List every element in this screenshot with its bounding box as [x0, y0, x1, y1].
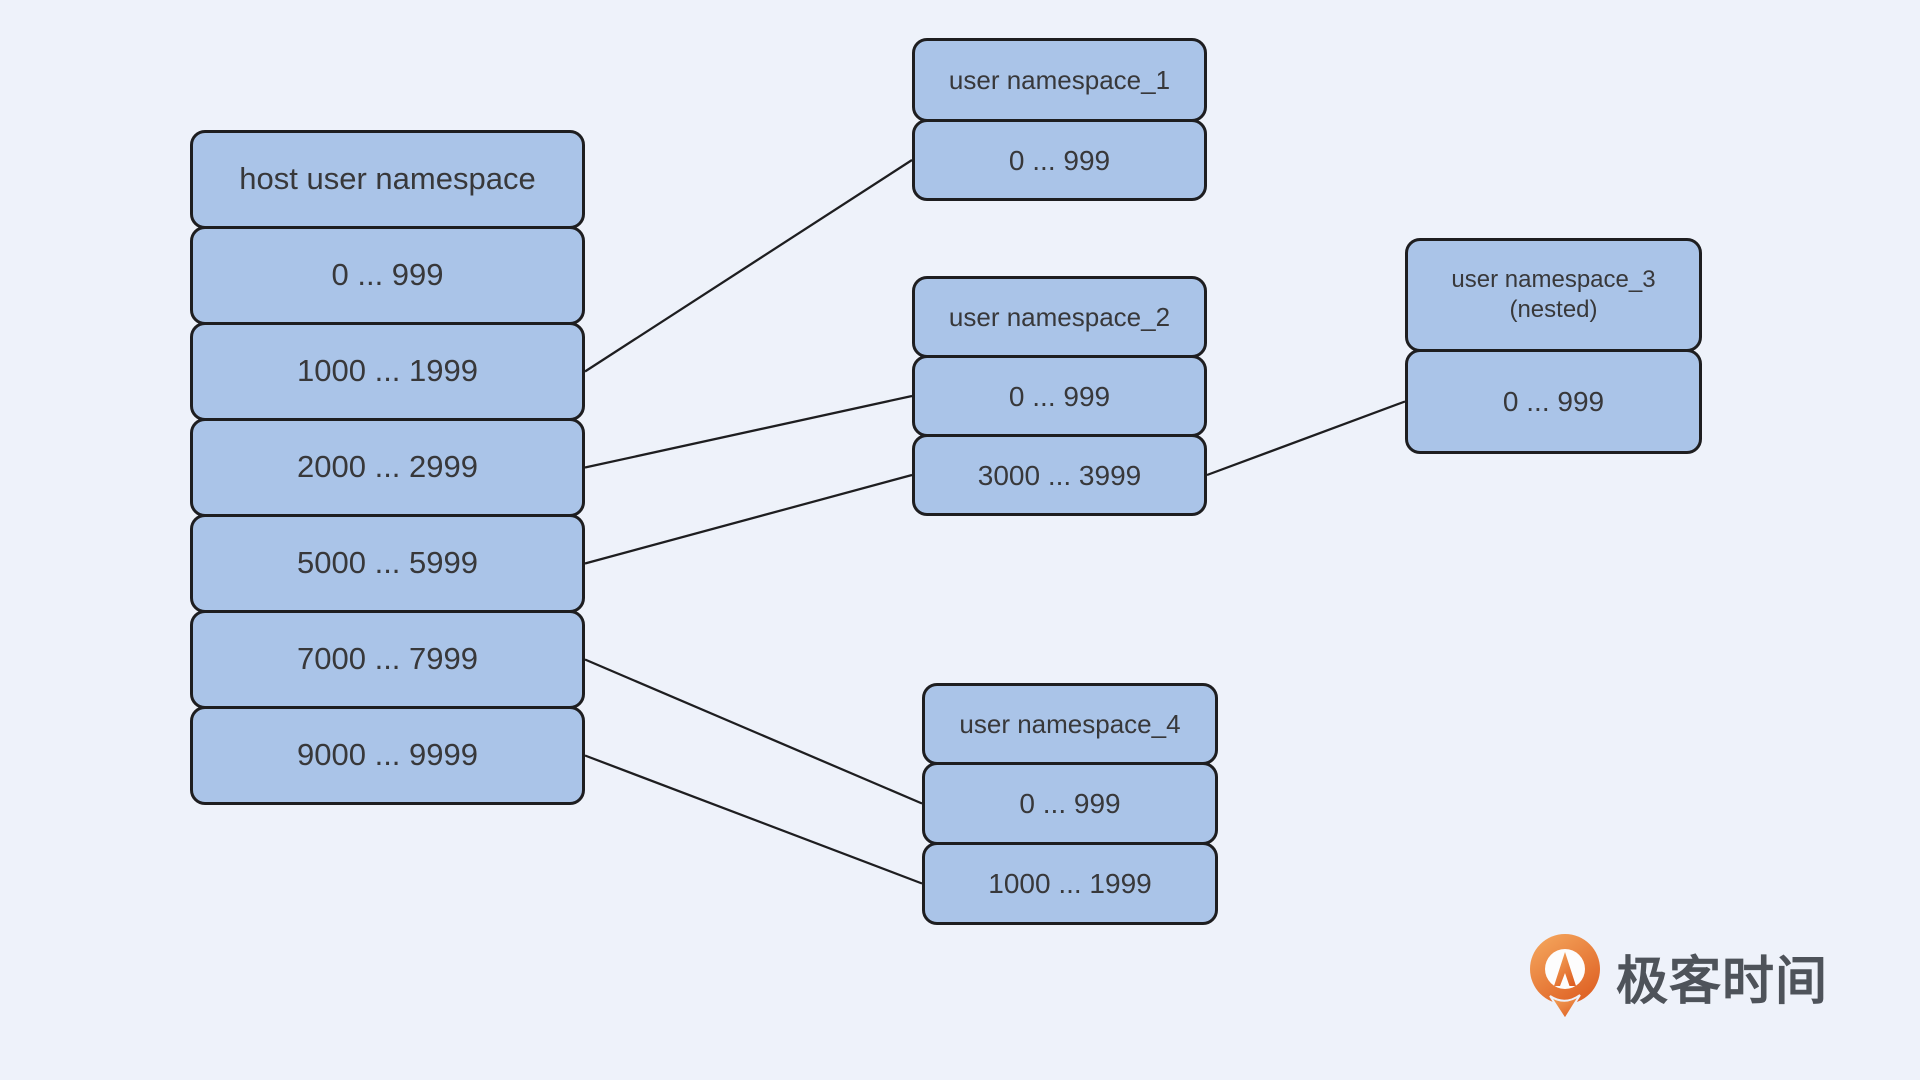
connection-host-row2-to-ns2-row0: [584, 394, 913, 469]
node-ns3-title: user namespace_3 (nested): [1405, 238, 1702, 352]
node-ns2: user namespace_2 0 ... 999 3000 ... 3999: [912, 276, 1207, 516]
node-host-row-3-label: 5000 ... 5999: [297, 545, 478, 581]
connection-ns2-row1-to-ns3-row0: [1206, 400, 1406, 477]
node-host: host user namespace 0 ... 999 1000 ... 199…: [190, 130, 585, 805]
node-host-row-5: 9000 ... 9999: [190, 706, 585, 805]
connection-host-row5-to-ns4-row1: [584, 754, 923, 885]
node-ns2-title: user namespace_2: [912, 276, 1207, 358]
node-ns1-row-0: 0 ... 999: [912, 119, 1207, 201]
node-ns4: user namespace_4 0 ... 999 1000 ... 1999: [922, 683, 1218, 925]
node-host-title: host user namespace: [190, 130, 585, 229]
node-host-row-3: 5000 ... 5999: [190, 514, 585, 613]
node-ns3-row-0: 0 ... 999: [1405, 349, 1702, 454]
node-host-row-1: 1000 ... 1999: [190, 322, 585, 421]
node-ns1-title: user namespace_1: [912, 38, 1207, 122]
node-host-row-4: 7000 ... 7999: [190, 610, 585, 709]
node-ns4-title: user namespace_4: [922, 683, 1218, 765]
node-ns3-title-label: user namespace_3: [1451, 266, 1656, 293]
node-ns3: user namespace_3 (nested) 0 ... 999: [1405, 238, 1702, 454]
geektime-logo: 极客时间: [1526, 932, 1828, 1020]
node-ns4-title-label: user namespace_4: [959, 708, 1181, 739]
node-host-row-0: 0 ... 999: [190, 226, 585, 325]
node-ns3-row-0-label: 0 ... 999: [1502, 386, 1605, 417]
node-ns2-row-0-label: 0 ... 999: [1008, 380, 1111, 412]
node-ns2-row-1: 3000 ... 3999: [912, 434, 1207, 516]
node-ns4-row-1: 1000 ... 1999: [922, 842, 1218, 925]
node-ns1-row-0-label: 0 ... 999: [1008, 144, 1111, 176]
node-ns1: user namespace_1 0 ... 999: [912, 38, 1207, 201]
node-host-row-1-label: 1000 ... 1999: [297, 353, 478, 389]
node-ns2-row-1-label: 3000 ... 3999: [977, 459, 1142, 491]
connection-host-row4-to-ns4-row0: [584, 658, 923, 805]
node-host-row-0-label: 0 ... 999: [331, 257, 444, 293]
node-host-title-label: host user namespace: [239, 161, 536, 197]
node-host-row-4-label: 7000 ... 7999: [297, 641, 478, 677]
node-ns1-title-label: user namespace_1: [948, 64, 1171, 95]
node-ns2-title-label: user namespace_2: [948, 301, 1171, 332]
node-ns2-row-0: 0 ... 999: [912, 355, 1207, 437]
node-ns4-row-0-label: 0 ... 999: [1019, 788, 1121, 819]
node-ns3-subtitle-label: (nested): [1509, 296, 1598, 323]
connection-host-row3-to-ns2-row1: [584, 473, 913, 565]
geektime-icon: [1530, 934, 1600, 1020]
node-host-row-5-label: 9000 ... 9999: [297, 737, 478, 773]
node-host-row-2: 2000 ... 2999: [190, 418, 585, 517]
node-ns4-row-0: 0 ... 999: [922, 762, 1218, 845]
node-host-row-2-label: 2000 ... 2999: [297, 449, 478, 485]
node-ns4-row-1-label: 1000 ... 1999: [988, 868, 1152, 899]
connection-host-row1-to-ns1-row0: [584, 159, 913, 373]
geektime-logo-text: 极客时间: [1616, 952, 1829, 1011]
